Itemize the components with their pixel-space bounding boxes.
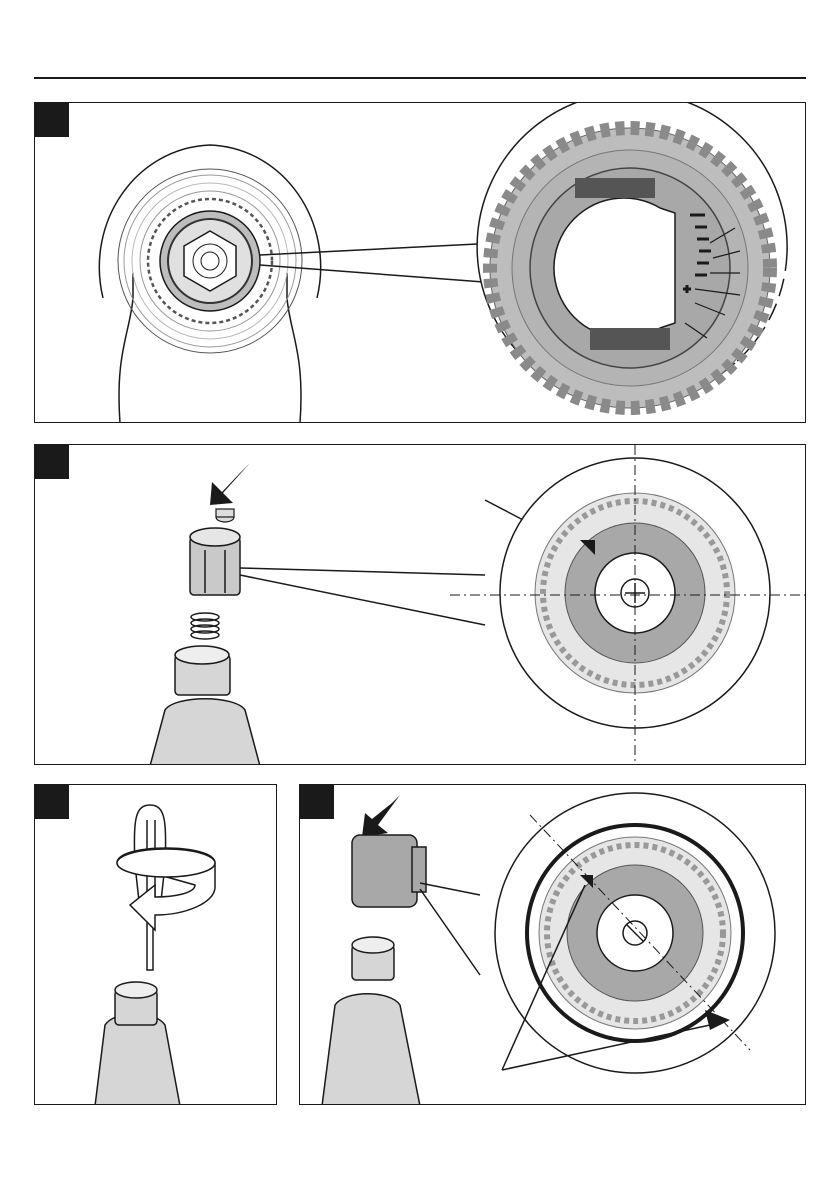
header-rule (34, 77, 806, 79)
step-2-panel (34, 444, 806, 765)
magnified-alignment-icon (450, 445, 806, 765)
screw-icon (216, 509, 234, 522)
screwdriver-icon (134, 805, 165, 970)
rotate-arrow-icon (117, 848, 215, 930)
cartridge-stem-icon (150, 646, 260, 765)
step-4-panel (299, 784, 806, 1105)
cartridge-ring-icon (118, 169, 302, 353)
step-3-panel (34, 784, 277, 1105)
step-2-illustration (35, 445, 806, 765)
cover-cap-icon (352, 835, 426, 907)
magnified-installed-icon (495, 793, 775, 1073)
magnified-scale-icon (477, 103, 787, 408)
step-1-panel (34, 102, 806, 423)
limiter-cap-icon (190, 528, 240, 595)
step-3-illustration (35, 785, 277, 1105)
cartridge-stem-icon (322, 937, 420, 1105)
cartridge-stem-icon (95, 982, 180, 1105)
spring-icon (191, 613, 219, 639)
step-4-illustration (300, 785, 806, 1105)
press-arrow-icon (210, 463, 250, 505)
step-1-illustration (35, 103, 806, 423)
press-arrow-icon (362, 795, 400, 837)
